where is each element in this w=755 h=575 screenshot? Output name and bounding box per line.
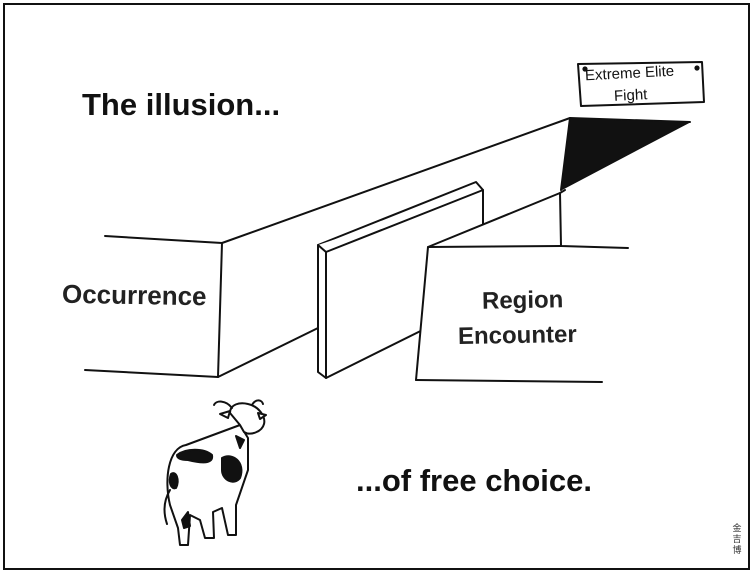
region-label: Region bbox=[481, 286, 564, 315]
caption-top: The illusion... bbox=[82, 87, 281, 122]
sign-board bbox=[577, 61, 705, 107]
encounter-label: Encounter bbox=[457, 320, 577, 351]
artist-signature-seal: 金吉博 bbox=[732, 524, 742, 556]
region-encounter-wall bbox=[415, 189, 629, 383]
caption-bottom: ...of free choice. bbox=[356, 463, 593, 498]
sign-text-line2: Fight bbox=[613, 86, 648, 105]
occurrence-label: Occurrence bbox=[61, 278, 207, 312]
corridor-shadow bbox=[560, 117, 691, 191]
cow-illustration bbox=[163, 399, 267, 546]
